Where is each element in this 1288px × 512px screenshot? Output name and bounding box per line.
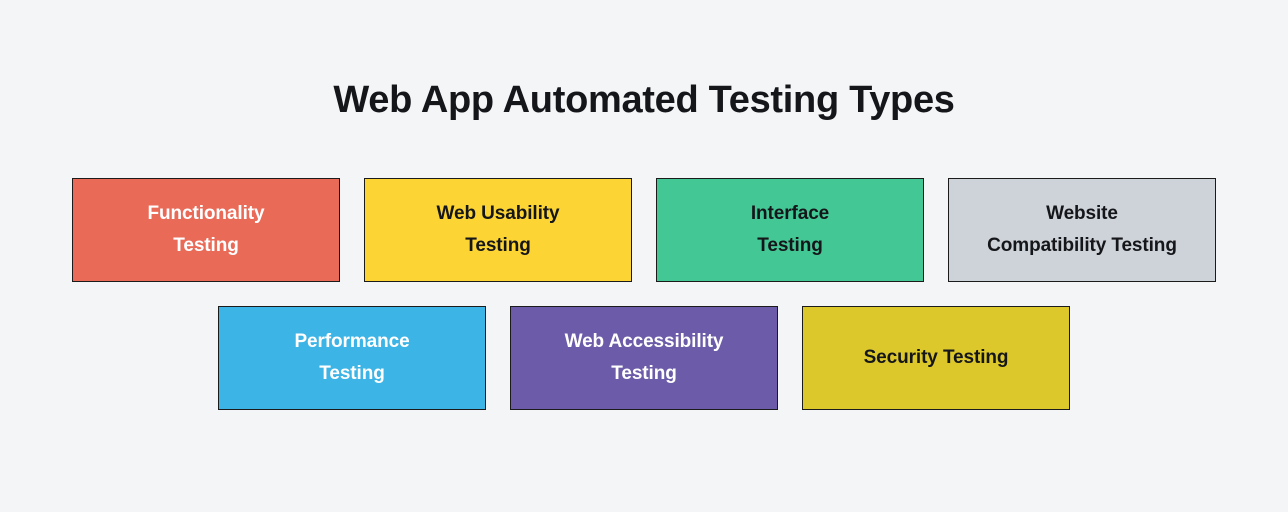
card-performance-testing[interactable]: Performance Testing [218, 306, 486, 410]
card-functionality-testing[interactable]: Functionality Testing [72, 178, 340, 282]
card-label: Security Testing [863, 347, 1009, 368]
card-label: Functionality Testing [147, 203, 265, 256]
card-web-accessibility-testing[interactable]: Web Accessibility Testing [510, 306, 778, 410]
page-title: Web App Automated Testing Types [333, 79, 955, 121]
card-row-secondary: Performance Testing Web Accessibility Te… [218, 306, 1070, 410]
card-label: Web Accessibility Testing [564, 331, 724, 384]
card-row-primary: Functionality Testing Web Usability Test… [72, 178, 1216, 282]
card-website-compatibility-testing[interactable]: Website Compatibility Testing [948, 178, 1216, 282]
card-interface-testing[interactable]: Interface Testing [656, 178, 924, 282]
card-web-usability-testing[interactable]: Web Usability Testing [364, 178, 632, 282]
card-label: Website Compatibility Testing [987, 203, 1177, 256]
card-label: Interface Testing [750, 203, 830, 256]
card-security-testing[interactable]: Security Testing [802, 306, 1070, 410]
card-label: Performance Testing [294, 331, 410, 384]
card-label: Web Usability Testing [436, 203, 560, 256]
